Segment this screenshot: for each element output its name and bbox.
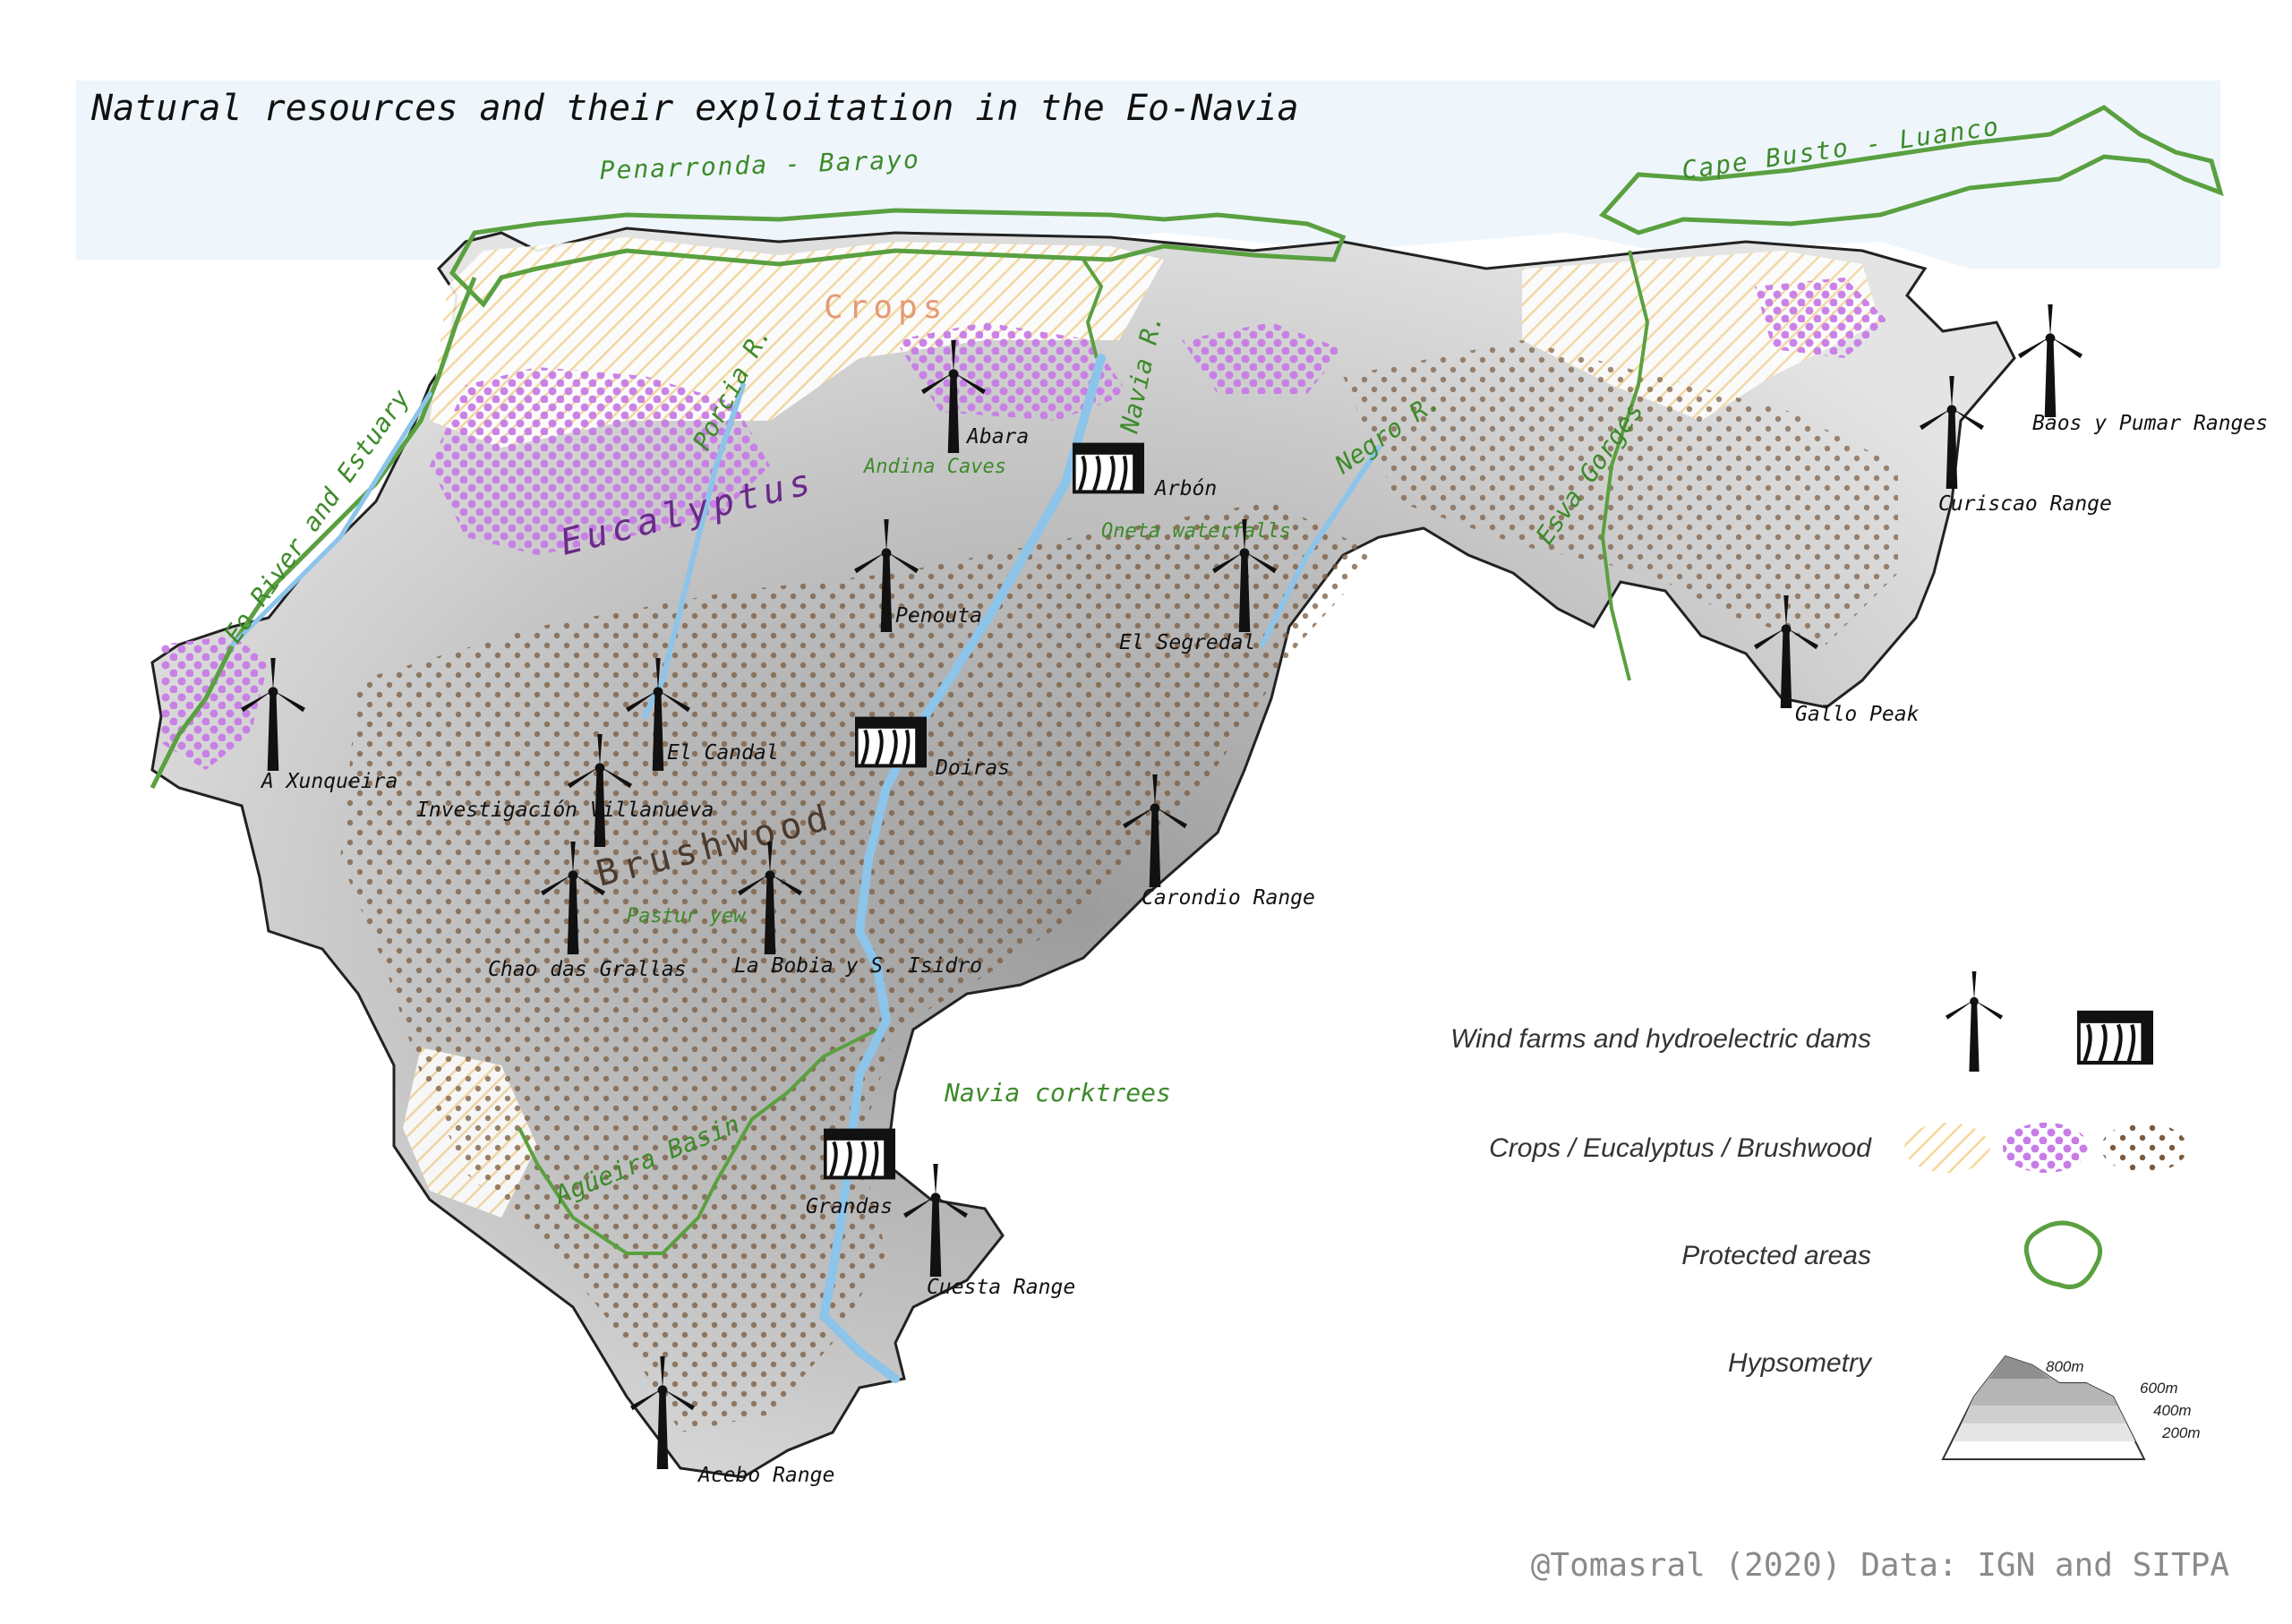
wind-turbine-icon bbox=[1946, 971, 2003, 1072]
eucalyptus-area-west bbox=[161, 636, 269, 770]
protected-navia-valley bbox=[1082, 258, 1104, 359]
legend-hypsometry-graphic: 800m 600m 400m 200m bbox=[1941, 1355, 2201, 1460]
svg-text:La Bobia y S. Isidro: La Bobia y S. Isidro bbox=[734, 954, 982, 978]
svg-text:Cuesta Range: Cuesta Range bbox=[927, 1276, 1075, 1299]
map-title: Natural resources and their exploitation… bbox=[90, 88, 1299, 129]
dam-icon bbox=[1074, 445, 1143, 492]
svg-text:Curiscao Range: Curiscao Range bbox=[1938, 492, 2112, 516]
hypsometry-200m: 200m bbox=[2161, 1424, 2201, 1441]
hypsometry-400m: 400m bbox=[2153, 1402, 2192, 1419]
legend-crops-swatch bbox=[1904, 1123, 1990, 1173]
brushwood-area-east bbox=[1343, 340, 1898, 645]
dam-doiras: Doiras bbox=[857, 719, 1010, 780]
legend-brushwood-swatch bbox=[2101, 1123, 2187, 1173]
svg-text:Gallo Peak: Gallo Peak bbox=[1795, 703, 1920, 726]
label-oneta-waterfalls: Oneta waterfalls bbox=[1101, 520, 1291, 543]
svg-text:Chao das Grallas: Chao das Grallas bbox=[488, 958, 687, 981]
dam-arbon: Arbón bbox=[1074, 445, 1217, 500]
dam-icon bbox=[825, 1131, 894, 1178]
label-navia-corktrees: Navia corktrees bbox=[944, 1078, 1171, 1107]
wind-farm-gallo-peak: Gallo Peak bbox=[1754, 595, 1920, 726]
wind-farm-el-candal: El Candal bbox=[626, 658, 779, 771]
dam-grandas: Grandas bbox=[806, 1131, 894, 1218]
svg-text:Investigación Villanueva: Investigación Villanueva bbox=[416, 799, 714, 822]
wind-farm-cuesta-range: Cuesta Range bbox=[903, 1164, 1075, 1299]
wind-farm-chao-das-grallas: Chao das Grallas bbox=[488, 842, 687, 981]
eucalyptus-area-3 bbox=[1182, 322, 1343, 394]
svg-text:Baos y Pumar Ranges: Baos y Pumar Ranges bbox=[2032, 412, 2268, 435]
eucalyptus-area bbox=[430, 367, 770, 555]
svg-text:Doiras: Doiras bbox=[935, 756, 1010, 780]
credit: @Tomasral (2020) Data: IGN and SITPA bbox=[1531, 1547, 2230, 1584]
svg-text:Abara: Abara bbox=[965, 425, 1029, 449]
wind-farm-penouta: Penouta bbox=[854, 519, 982, 632]
river-negro bbox=[1260, 445, 1381, 647]
dam-icon bbox=[2079, 1013, 2152, 1063]
dam-icon bbox=[857, 719, 926, 766]
svg-text:El Segredal: El Segredal bbox=[1119, 631, 1255, 654]
river-eo bbox=[230, 391, 432, 647]
svg-text:Acebo Range: Acebo Range bbox=[697, 1464, 834, 1487]
wind-farm-curiscao: Curiscao Range bbox=[1920, 376, 2112, 516]
protected-esva-gorges bbox=[1600, 250, 1650, 681]
wind-farm-abara: Abara bbox=[921, 340, 1029, 453]
svg-text:Carondio Range: Carondio Range bbox=[1142, 886, 1315, 910]
wind-farm-el-segredal: El Segredal bbox=[1119, 519, 1277, 654]
svg-text:Grandas: Grandas bbox=[806, 1195, 893, 1218]
river-navia bbox=[819, 354, 1106, 1383]
protected-eo-estuary bbox=[150, 277, 477, 790]
river-porcia bbox=[642, 382, 746, 719]
legend-landuse-label: Crops / Eucalyptus / Brushwood bbox=[1489, 1133, 1872, 1163]
svg-text:Penouta: Penouta bbox=[895, 604, 982, 628]
wind-farm-carondio-range: Carondio Range bbox=[1123, 774, 1315, 910]
wind-farm-la-bobia: La Bobia y S. Isidro bbox=[734, 842, 982, 978]
svg-text:Arbón: Arbón bbox=[1153, 477, 1217, 500]
protected-agueira-basin bbox=[517, 1028, 878, 1255]
legend-eucalyptus-swatch bbox=[2003, 1123, 2089, 1173]
svg-text:A Xunqueira: A Xunqueira bbox=[260, 770, 398, 793]
wind-farm-investigacion-villanueva: Investigación Villanueva bbox=[416, 734, 714, 847]
legend-protected-swatch bbox=[2023, 1220, 2103, 1289]
wind-farm-a-xunqueira: A Xunqueira bbox=[241, 658, 398, 793]
label-crops: Crops bbox=[824, 289, 947, 326]
legend: Wind farms and hydroelectric dams Crops … bbox=[1450, 971, 2201, 1460]
protected-cape-busto-luanco bbox=[1598, 105, 2224, 235]
wind-turbine-icon bbox=[2018, 304, 2082, 417]
hypsometry-800m: 800m bbox=[2046, 1358, 2084, 1375]
svg-text:El Candal: El Candal bbox=[667, 741, 779, 765]
wind-farm-acebo-range: Acebo Range bbox=[630, 1356, 834, 1487]
eucalyptus-area-east bbox=[1755, 278, 1889, 358]
legend-wind-dams-label: Wind farms and hydroelectric dams bbox=[1450, 1024, 1871, 1054]
protected-penarronda-barayo bbox=[449, 208, 1347, 308]
legend-hypsometry-label: Hypsometry bbox=[1728, 1348, 1873, 1378]
label-pastur-yew: Pastur yew bbox=[627, 905, 747, 927]
legend-protected-label: Protected areas bbox=[1681, 1241, 1871, 1270]
label-andina-caves: Andina Caves bbox=[862, 456, 1006, 478]
wind-farm-baos-y-pumar: Baos y Pumar Ranges bbox=[2018, 304, 2268, 435]
hypsometry-600m: 600m bbox=[2140, 1380, 2178, 1397]
